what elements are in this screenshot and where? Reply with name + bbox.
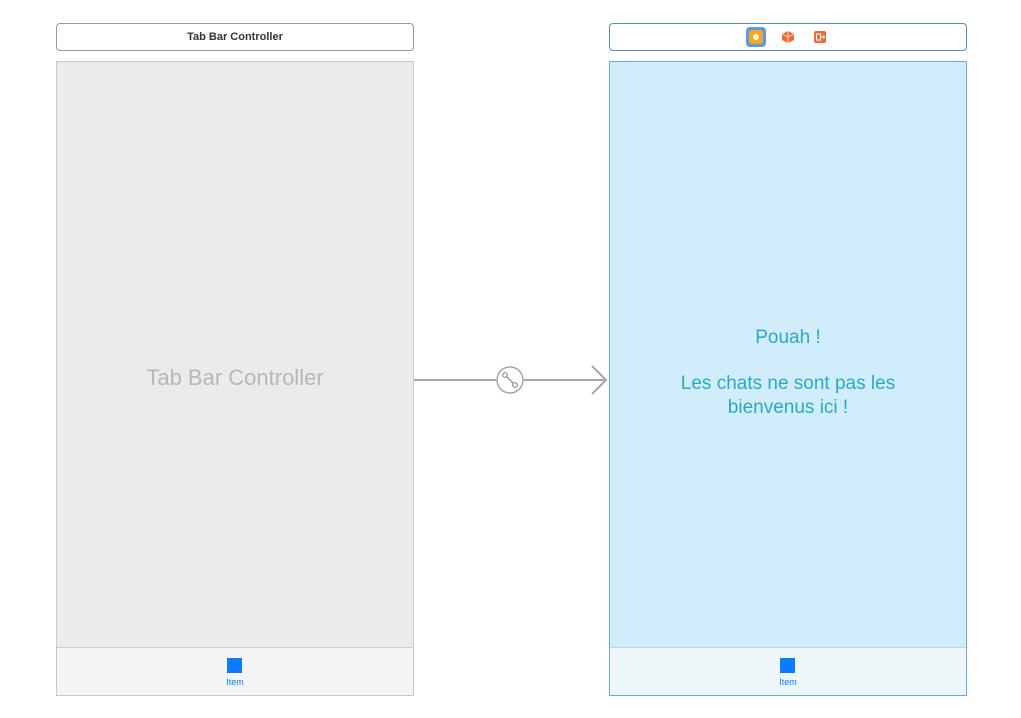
tab-bar[interactable]: Item xyxy=(610,647,966,695)
tab-bar[interactable]: Item xyxy=(57,647,413,695)
relationship-segue-icon[interactable] xyxy=(496,366,524,394)
tab-item-icon xyxy=(780,658,796,673)
tab-bar-controller-scene[interactable]: Tab Bar Controller Item xyxy=(56,61,414,696)
view-controller-scene[interactable]: Pouah ! Les chats ne sont pas les bienve… xyxy=(609,61,967,696)
tab-item-icon xyxy=(227,658,243,673)
tab-bar-item[interactable]: Item xyxy=(226,658,244,687)
message-line-2: Les chats ne sont pas les xyxy=(680,373,896,394)
tab-item-label: Item xyxy=(779,677,797,687)
tab-item-label: Item xyxy=(226,677,244,687)
scene-dock xyxy=(746,27,830,47)
view-controller-scene-header[interactable] xyxy=(609,23,967,51)
exit-icon[interactable] xyxy=(810,27,830,47)
segue-arrowhead-icon xyxy=(591,365,608,395)
message-label: Pouah ! Les chats ne sont pas les bienve… xyxy=(610,326,966,420)
message-line-3: bienvenus ici ! xyxy=(727,397,849,418)
relationship-segue[interactable] xyxy=(414,364,609,396)
tab-bar-controller-scene-header[interactable]: Tab Bar Controller xyxy=(56,23,414,51)
first-responder-icon[interactable] xyxy=(778,27,798,47)
tab-bar-item[interactable]: Item xyxy=(779,658,797,687)
message-line-1: Pouah ! xyxy=(755,327,821,348)
scene-title: Tab Bar Controller xyxy=(187,31,283,43)
placeholder-label: Tab Bar Controller xyxy=(146,365,324,390)
view-controller-icon[interactable] xyxy=(746,27,766,47)
